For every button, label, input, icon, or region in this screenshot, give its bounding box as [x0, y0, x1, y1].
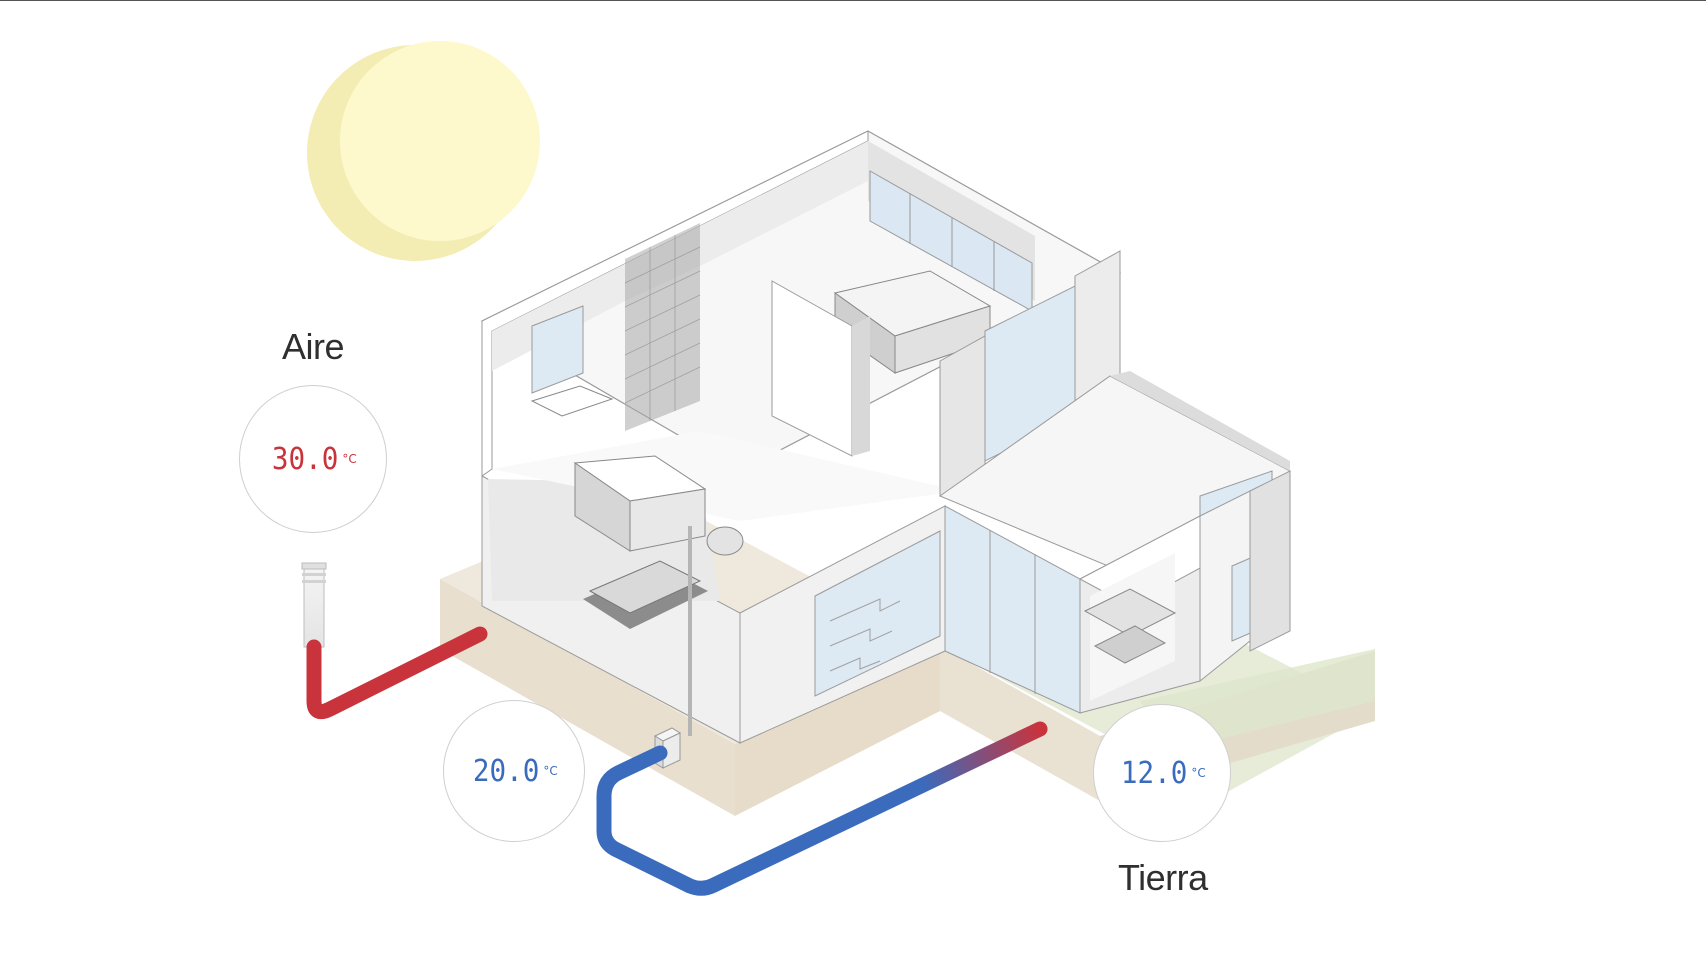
- air-temperature-unit: °C: [342, 452, 357, 466]
- house-illustration: [480, 130, 1292, 744]
- air-intake-vent-icon: [301, 562, 327, 648]
- air-temperature-value: 30.0: [272, 441, 339, 477]
- air-temperature-gauge: 30.0°C: [239, 385, 387, 533]
- air-label: Aire: [282, 326, 345, 367]
- ground-temperature-gauge: 12.0°C: [1093, 704, 1231, 842]
- hot-air-pipe: [306, 626, 488, 720]
- sun-icon: [307, 41, 540, 261]
- ground-label: Tierra: [1118, 857, 1208, 898]
- underground-pipe-icon: [596, 721, 1048, 896]
- ground-temperature-unit: °C: [1191, 766, 1206, 780]
- indoor-temperature-unit: °C: [543, 764, 558, 778]
- indoor-temperature-gauge: 20.0°C: [443, 700, 585, 842]
- indoor-temperature-value: 20.0: [473, 753, 540, 789]
- ground-temperature-value: 12.0: [1121, 755, 1188, 791]
